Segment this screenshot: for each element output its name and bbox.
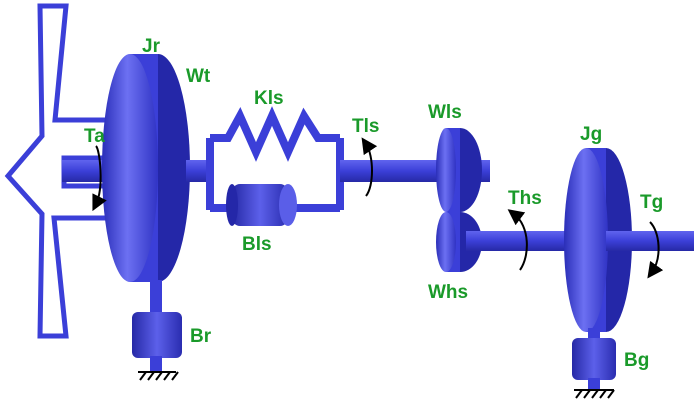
- generator-shaft: [606, 231, 694, 251]
- label-tls: Tls: [352, 116, 379, 137]
- label-ths: Ths: [508, 188, 542, 209]
- label-jr: Jr: [142, 36, 161, 57]
- ground-symbol-generator: [574, 389, 615, 399]
- low-speed-gear: [436, 128, 482, 212]
- generator-bearing-damper: [572, 328, 616, 390]
- label-jg: Jg: [580, 124, 602, 145]
- rotor-bearing-damper: [132, 280, 182, 372]
- torque-arrow-tg: [647, 221, 664, 279]
- label-br: Br: [190, 326, 212, 347]
- torque-arrow-tls: [361, 137, 378, 197]
- ground-symbol-rotor: [138, 371, 179, 381]
- label-ta: Ta: [84, 126, 105, 147]
- label-bg: Bg: [624, 350, 649, 371]
- low-speed-shaft-a: [186, 160, 210, 182]
- high-speed-gear: [436, 212, 482, 272]
- label-kls: Kls: [254, 88, 284, 109]
- torque-arrow-ths: [507, 209, 528, 271]
- label-wt: Wt: [186, 66, 211, 87]
- label-bls: Bls: [242, 234, 272, 255]
- label-wls: Wls: [428, 102, 462, 123]
- rotor-inertia-disk: [102, 54, 190, 282]
- low-speed-damper: [226, 184, 297, 226]
- torque-arrow-ta: [92, 145, 107, 212]
- label-tg: Tg: [640, 192, 663, 213]
- label-whs: Whs: [428, 282, 468, 303]
- high-speed-shaft: [466, 231, 584, 251]
